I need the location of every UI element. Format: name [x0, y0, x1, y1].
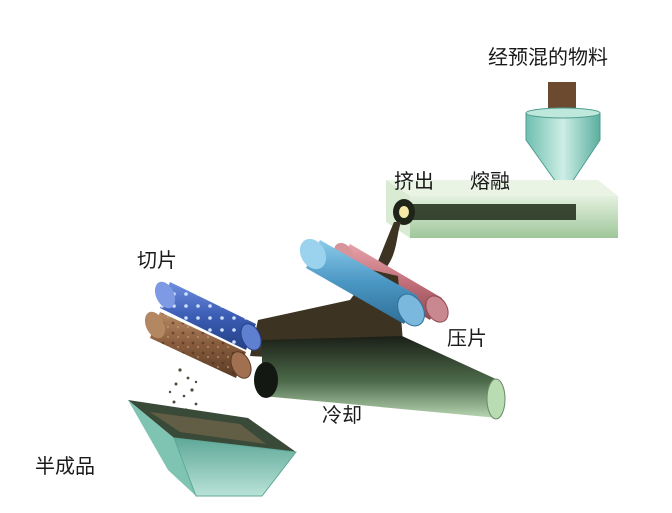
label-melting: 熔融: [470, 169, 510, 193]
label-cooling: 冷却: [322, 403, 362, 427]
cooling-belt: [254, 336, 506, 420]
cooling-belt-end: [486, 378, 506, 420]
label-premixed-material: 经预混的物料: [488, 45, 608, 69]
melt-channel: [412, 204, 576, 220]
cutter-roller-blue: [154, 281, 262, 351]
label-sheet-pressing: 压片: [447, 326, 487, 350]
hopper: [525, 107, 601, 183]
label-slicing: 切片: [137, 248, 177, 272]
collector-bin: [128, 400, 297, 497]
cutter-roller-brown: [144, 311, 252, 379]
label-extrusion: 挤出: [394, 169, 434, 193]
extruder-barrel: [386, 180, 618, 238]
label-semi-finished: 半成品: [35, 454, 95, 478]
press-roller-blue: [299, 238, 425, 327]
